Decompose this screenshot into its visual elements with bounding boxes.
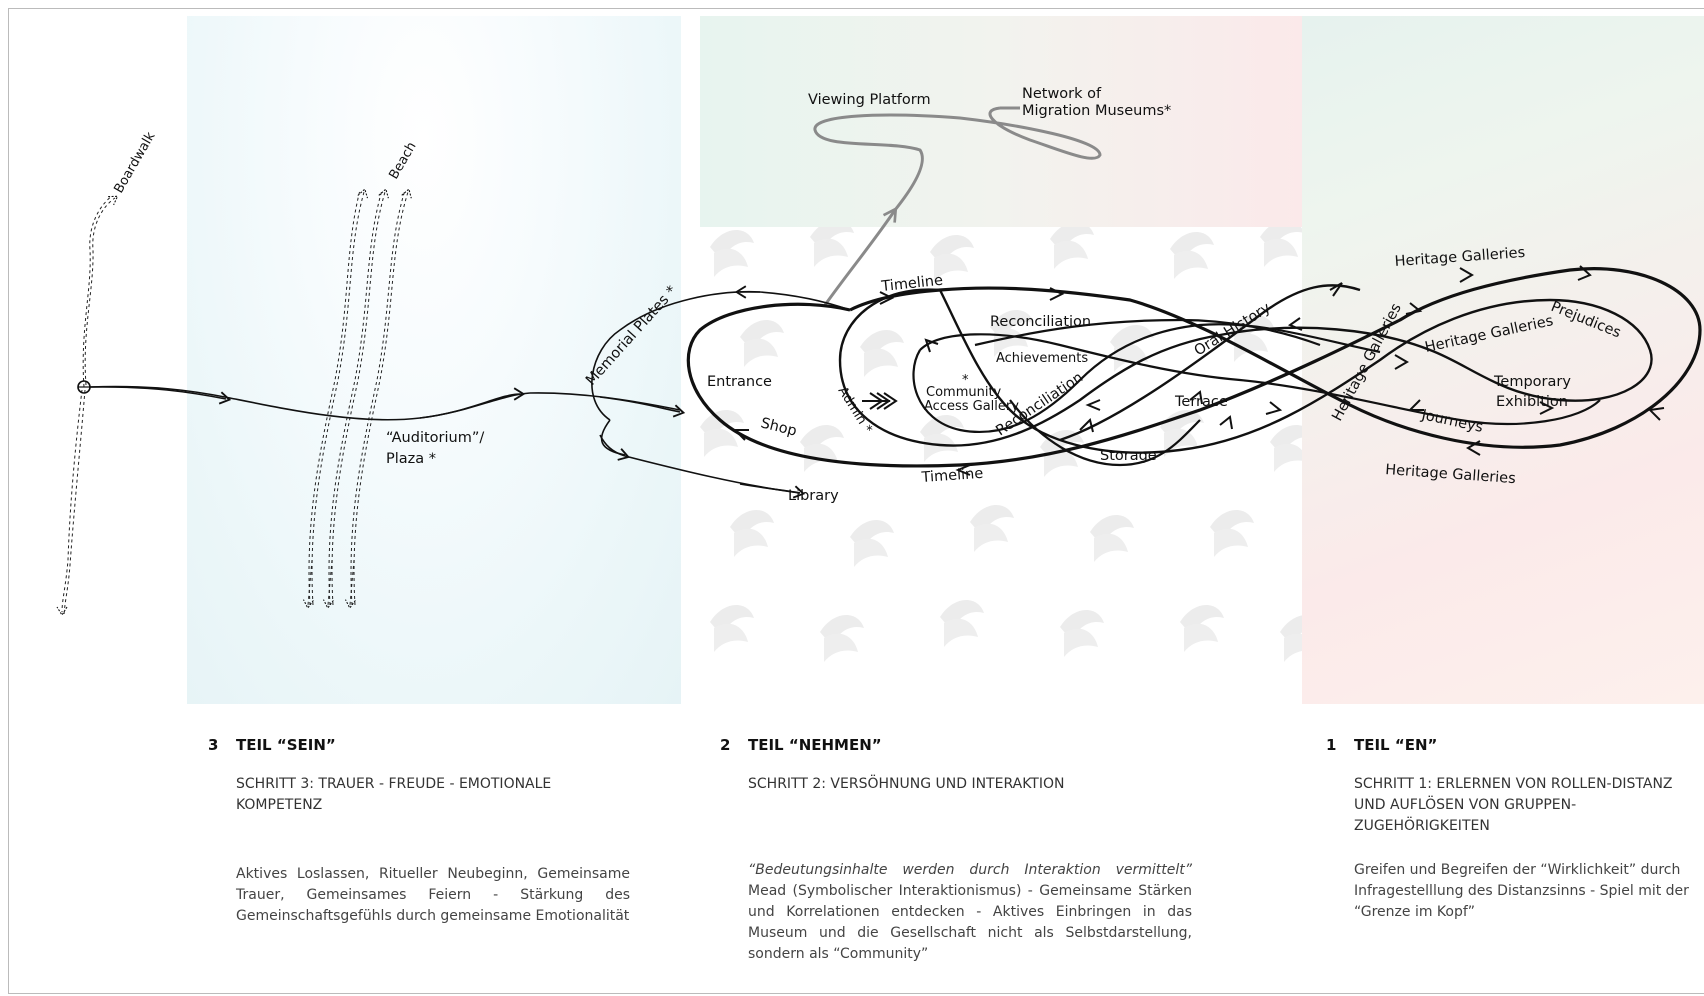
label-terrace: Terrace — [1174, 394, 1228, 410]
label-boardwalk: Boardwalk — [111, 129, 158, 196]
panel-nehmen-pattern — [700, 227, 1302, 704]
main-route — [89, 285, 851, 499]
section-title: TEIL “NEHMEN” — [748, 736, 882, 754]
label-achievements: Achievements — [996, 351, 1088, 366]
label-auditorium-1: “Auditorium”/ — [386, 430, 484, 446]
label-prejudices: Prejudices — [1549, 299, 1624, 342]
museum-flow-diagram: Boardwalk Beach “Auditorium”/ Plaza * Me… — [56, 86, 1702, 617]
panel-sein — [187, 16, 681, 704]
label-temporary-1: Temporary — [1493, 374, 1571, 390]
section-subtitle: SCHRITT 2: VERSÖHNUNG UND INTERAKTION — [748, 776, 1065, 792]
panel-nehmen-top — [700, 16, 1302, 227]
label-journeys: Journeys — [1419, 407, 1484, 436]
label-community-1: Community — [926, 385, 1002, 400]
section-title: TEIL “EN” — [1354, 736, 1438, 754]
section-subtitle: SCHRITT 1: ERLERNEN VON ROLLEN-DISTANZ U… — [1354, 776, 1673, 834]
label-heritage-mid: Heritage Galleries — [1424, 313, 1555, 356]
label-heritage-vertical: Heritage Galleries — [1329, 301, 1404, 424]
section-body: Greifen und Begreifen der “Wirklichkeit”… — [1354, 862, 1689, 920]
label-auditorium-2: Plaza * — [386, 451, 436, 467]
section-body: Aktives Loslassen, Ritueller Neubeginn, … — [236, 866, 630, 924]
label-library: Library — [788, 488, 839, 504]
boardwalk-path — [56, 195, 119, 617]
section-subtitle: SCHRITT 3: TRAUER - FREUDE - EMOTIONALE … — [236, 776, 552, 813]
flow-arrows — [732, 265, 1665, 476]
page-frame — [8, 8, 1704, 994]
museum-loops — [686, 267, 1702, 468]
label-timeline-bottom: Timeline — [920, 466, 984, 486]
beach-paths — [302, 188, 412, 610]
label-community-2: Access Gallery — [924, 399, 1019, 414]
section-number: 3 — [208, 736, 219, 754]
label-heritage-top: Heritage Galleries — [1394, 245, 1525, 270]
label-admin: Admin * — [835, 384, 876, 437]
label-memorial-plates: Memorial Plates * — [583, 283, 680, 389]
label-viewing-platform: Viewing Platform — [808, 92, 931, 108]
admin-arrow — [862, 392, 898, 410]
section-number: 2 — [720, 736, 731, 754]
label-temporary-2: Exhibition — [1496, 394, 1568, 410]
viewing-platform-path — [813, 106, 1102, 306]
label-beach: Beach — [386, 140, 419, 182]
panel-en — [1302, 16, 1704, 704]
label-timeline-top: Timeline — [880, 273, 944, 295]
section-title: TEIL “SEIN” — [236, 736, 336, 754]
label-shop: Shop — [759, 415, 798, 439]
label-entrance: Entrance — [707, 374, 772, 390]
section-body: “Bedeutungsinhalte werden durch Interakt… — [748, 860, 1192, 965]
section-number: 1 — [1326, 736, 1337, 754]
diagram-labels: Boardwalk Beach “Auditorium”/ Plaza * Me… — [111, 86, 1623, 504]
label-network-2: Migration Museums* — [1022, 103, 1171, 119]
label-reconciliation-top: Reconciliation — [990, 314, 1091, 330]
label-storage: Storage — [1100, 448, 1157, 464]
label-heritage-bottom: Heritage Galleries — [1385, 462, 1516, 487]
label-community-star: * — [962, 373, 969, 388]
label-network-1: Network of — [1022, 86, 1102, 102]
section-quote: “Bedeutungsinhalte werden durch Interakt… — [748, 862, 1192, 878]
section-body-text: Mead (Symbolischer Interaktionismus) - G… — [748, 883, 1192, 962]
